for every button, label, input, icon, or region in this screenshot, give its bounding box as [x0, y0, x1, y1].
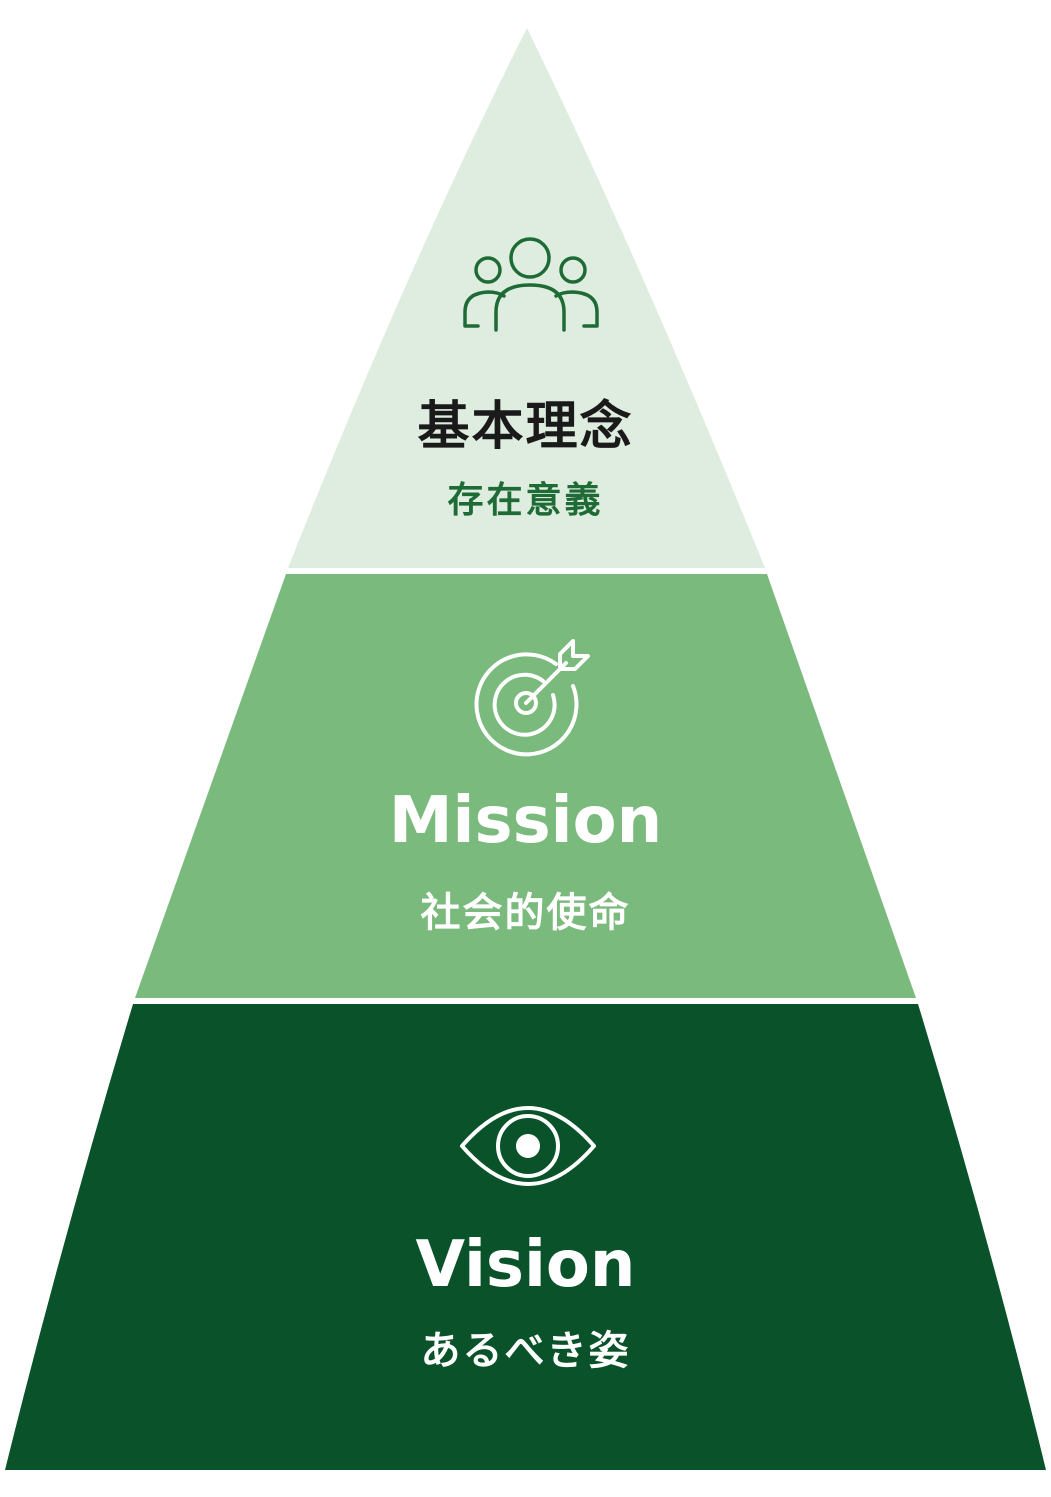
target-arrow-icon — [474, 639, 590, 757]
tier-top-subtitle: 存在意義 — [447, 480, 604, 521]
tier-bottom-subtitle: あるべき姿 — [420, 1328, 631, 1374]
people-group-icon — [463, 237, 599, 332]
eye-icon — [460, 1106, 596, 1186]
tier-bottom-title: Vision — [415, 1228, 636, 1302]
tier-middle-subtitle: 社会的使命 — [420, 890, 631, 936]
tier-middle-title: Mission — [388, 784, 663, 858]
tier-top-title: 基本理念 — [417, 397, 634, 457]
tier-middle-shape — [135, 574, 916, 998]
tier-top-shape — [288, 28, 765, 568]
tier-bottom-shape — [5, 1004, 1046, 1470]
